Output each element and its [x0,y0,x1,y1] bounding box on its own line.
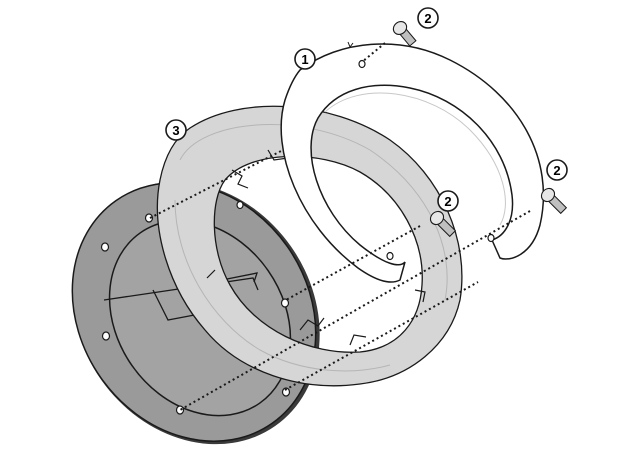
top-ring-hole [487,233,495,243]
callout-2-right: 2 [546,159,568,181]
callout-label: 2 [424,11,431,26]
screw [392,21,417,47]
callout-label: 2 [444,194,451,209]
top-ring-hole [358,59,366,69]
screw [540,187,568,215]
base-plate [71,181,320,445]
callout-3: 3 [165,119,187,141]
top-ring-hole [386,251,394,261]
callout-label: 2 [553,163,560,178]
callout-label: 1 [301,52,308,67]
callout-2-top: 2 [417,7,439,29]
alignment-lines [149,42,531,411]
bracket-ring [156,105,463,387]
top-ring [280,41,545,283]
callout-2-middle: 2 [437,190,459,212]
screw [429,210,457,238]
callout-1: 1 [294,48,316,70]
callout-label: 3 [172,123,179,138]
